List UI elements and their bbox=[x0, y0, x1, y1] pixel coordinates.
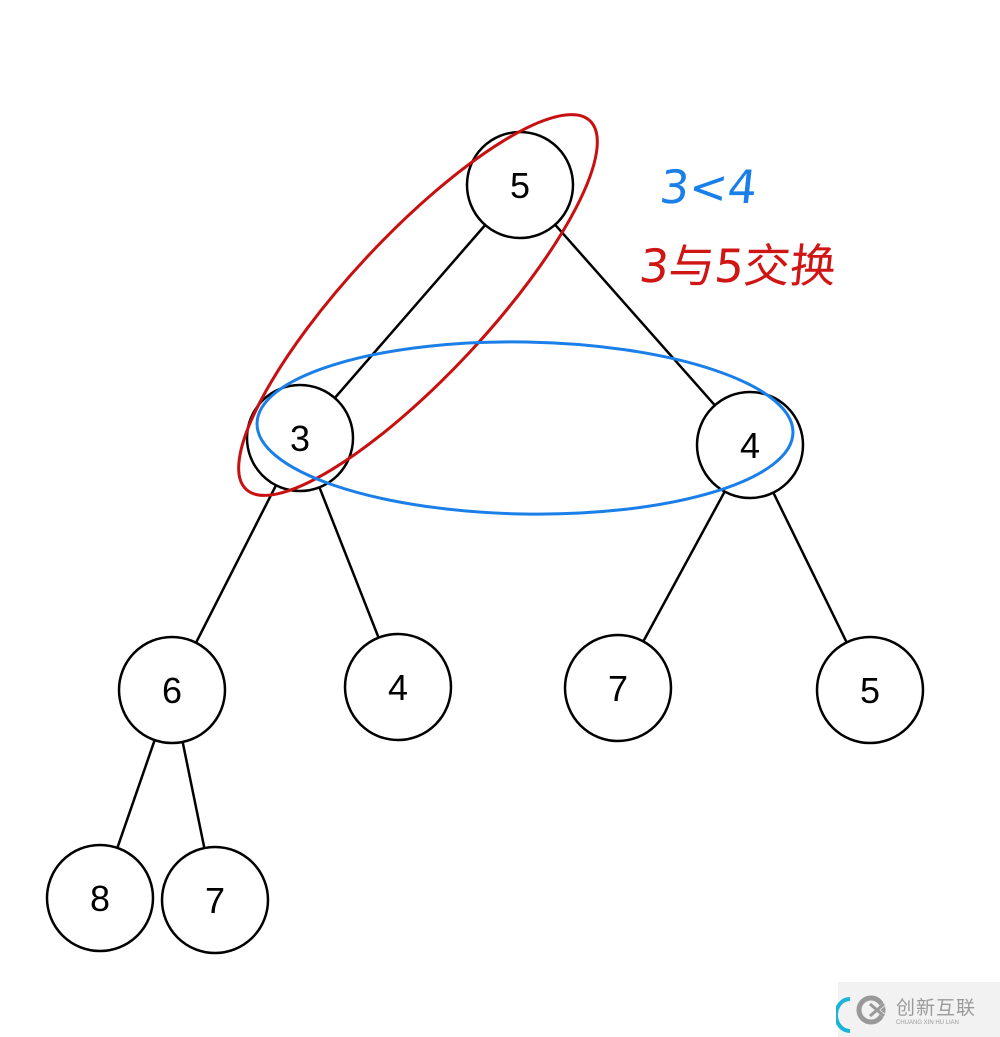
node-label: 7 bbox=[205, 880, 225, 921]
tree-node bbox=[815, 635, 925, 745]
node-label: 5 bbox=[510, 165, 530, 206]
watermark-logo-icon bbox=[856, 995, 888, 1024]
tree-node bbox=[563, 633, 673, 743]
tree-node bbox=[45, 843, 155, 953]
tree-edge bbox=[194, 484, 278, 644]
node-label: 6 bbox=[162, 670, 182, 711]
red-highlight-ellipse bbox=[237, 113, 599, 497]
tree-edge bbox=[333, 224, 487, 399]
tree-node bbox=[160, 845, 270, 955]
tree-node bbox=[117, 635, 227, 745]
watermark-en: CHUANG XIN HU LIAN bbox=[896, 1020, 960, 1026]
tree-edge bbox=[642, 490, 726, 643]
tree-edge bbox=[772, 492, 848, 643]
node-label: 4 bbox=[388, 667, 408, 708]
tree-edge bbox=[181, 741, 206, 849]
tree-edge bbox=[318, 486, 380, 639]
watermark-cn: 创新互联 bbox=[896, 998, 977, 1019]
tree-edge bbox=[116, 739, 156, 849]
compare-annotation: 3<4 bbox=[657, 160, 760, 214]
node-label: 5 bbox=[860, 670, 880, 711]
node-label: 3 bbox=[290, 418, 310, 459]
node-label: 8 bbox=[90, 878, 110, 919]
tree-node bbox=[695, 390, 805, 500]
tree-node bbox=[343, 632, 453, 742]
watermark-arc-icon bbox=[836, 997, 851, 1033]
swap-annotation: 3与5交换 bbox=[636, 239, 840, 293]
watermark: 创新互联 CHUANG XIN HU LIAN bbox=[838, 982, 1000, 1037]
node-label: 4 bbox=[740, 425, 760, 466]
node-label: 7 bbox=[608, 668, 628, 709]
tree-edge bbox=[554, 223, 716, 407]
tree-node bbox=[245, 383, 355, 493]
blue-highlight-ellipse bbox=[255, 340, 795, 516]
